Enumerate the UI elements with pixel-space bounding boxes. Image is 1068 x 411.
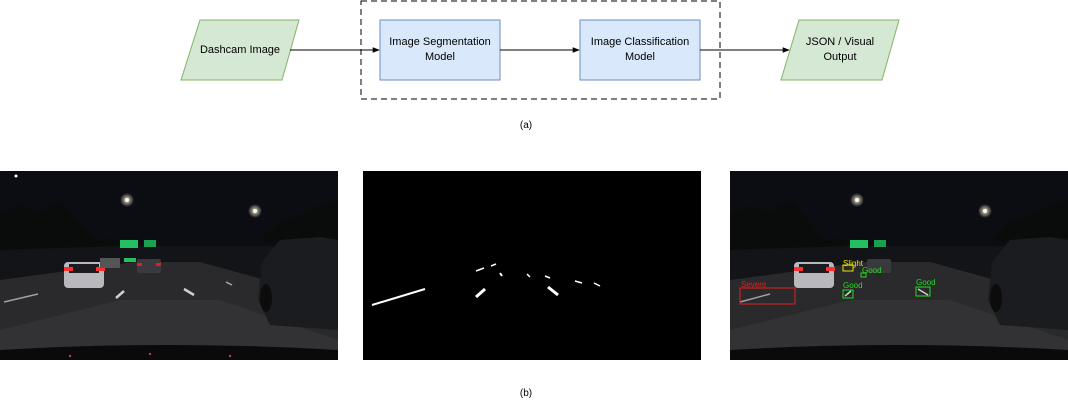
input-node bbox=[180, 19, 300, 81]
caption-b: (b) bbox=[519, 388, 533, 399]
segmentation-node bbox=[379, 19, 501, 81]
classification-node-label: Image Classification Model bbox=[590, 36, 690, 63]
good-label-2: Good bbox=[843, 281, 863, 290]
input-node-label: Dashcam Image bbox=[199, 43, 281, 56]
slight-label: Slight bbox=[843, 259, 864, 268]
output-node bbox=[780, 19, 900, 81]
segmentation-node-label: Image Segmentation Model bbox=[389, 36, 491, 63]
severe-detection-box bbox=[739, 287, 796, 305]
slight-detection-box bbox=[842, 264, 854, 272]
good-label-3: Good bbox=[916, 278, 936, 287]
segmentation-mask-panel bbox=[363, 171, 701, 360]
severe-label: Severe bbox=[741, 280, 767, 289]
dashcam-photo-panel bbox=[0, 171, 338, 360]
good-detection-box-2 bbox=[842, 289, 854, 299]
caption-a: (a) bbox=[519, 120, 533, 131]
classification-node bbox=[579, 19, 701, 81]
annotated-output-panel: Severe Slight Good Good Good bbox=[730, 171, 1068, 360]
good-label-1: Good bbox=[862, 266, 882, 275]
good-detection-box-1 bbox=[860, 272, 867, 278]
output-node-label: JSON / Visual Output bbox=[805, 36, 875, 63]
good-detection-box-3 bbox=[915, 286, 931, 297]
